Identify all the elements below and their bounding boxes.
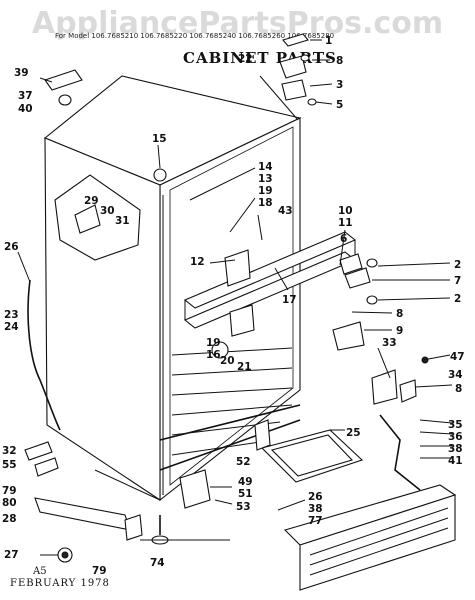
callout-labels: 1 22 8 3 5 39 37 40 15 14 13 19 18 43 29… — [2, 35, 465, 577]
thermostat-panel-inset — [54, 174, 141, 261]
callout-34: 34 — [448, 369, 463, 381]
callout-43: 43 — [278, 205, 293, 217]
leveling-leg — [124, 514, 169, 545]
callout-33: 33 — [382, 337, 397, 349]
drain-tube — [27, 279, 61, 431]
callout-8-right: 8 — [455, 383, 462, 395]
callout-31: 31 — [115, 215, 130, 227]
callout-51: 51 — [238, 488, 253, 500]
callout-11: 11 — [338, 217, 353, 229]
center-hinge-bracket — [211, 249, 255, 359]
tray — [260, 429, 364, 483]
callout-17: 17 — [282, 294, 297, 306]
grille-spring — [379, 414, 421, 491]
revision-date: FEBRUARY 1978 — [10, 578, 110, 589]
top-hinge-assembly — [279, 33, 317, 106]
callout-24: 24 — [4, 321, 19, 333]
model-numbers: For Model 106.7685210 106.7685220 106.76… — [55, 32, 335, 40]
callout-10: 10 — [338, 205, 353, 217]
callout-3: 3 — [336, 79, 343, 91]
callout-30: 30 — [100, 205, 115, 217]
callout-26-bottom: 26 — [308, 491, 323, 503]
callout-77: 77 — [308, 515, 323, 527]
callout-41: 41 — [448, 455, 463, 467]
callout-47: 47 — [450, 351, 465, 363]
left-bar-parts — [39, 69, 83, 106]
callout-19-lower: 19 — [206, 337, 221, 349]
callout-16: 16 — [206, 349, 221, 361]
lower-left-parts — [24, 441, 131, 563]
callout-79-bottom: 79 — [92, 565, 107, 577]
revision-code: A5 — [33, 566, 47, 577]
callout-38-bottom: 38 — [308, 503, 323, 515]
callout-12: 12 — [190, 256, 205, 268]
callout-36: 36 — [448, 431, 463, 443]
callout-23: 23 — [4, 309, 19, 321]
callout-2-lower: 2 — [454, 293, 461, 305]
callout-52: 52 — [236, 456, 251, 468]
callout-32: 32 — [2, 445, 17, 457]
callout-14: 14 — [258, 161, 273, 173]
callout-80: 80 — [2, 497, 17, 509]
callout-35: 35 — [448, 419, 463, 431]
callout-5: 5 — [336, 99, 343, 111]
callout-8: 8 — [336, 55, 343, 67]
callout-1: 1 — [325, 35, 332, 47]
callout-55: 55 — [2, 459, 17, 471]
callout-13: 13 — [258, 173, 273, 185]
callout-79-top: 79 — [2, 485, 17, 497]
leader-lines — [17, 39, 453, 556]
right-hinge-parts — [332, 253, 378, 351]
bottom-grille — [283, 484, 457, 591]
callout-26-left: 26 — [4, 241, 19, 253]
callout-27: 27 — [4, 549, 19, 561]
bottom-hinge — [179, 419, 271, 509]
cabinet-shell — [43, 75, 302, 502]
callout-49: 49 — [238, 476, 253, 488]
callout-9: 9 — [396, 325, 403, 337]
callout-6: 6 — [340, 233, 347, 245]
callout-8-mid: 8 — [396, 308, 403, 320]
callout-19: 19 — [258, 185, 273, 197]
callout-2-upper: 2 — [454, 259, 461, 271]
callout-7: 7 — [454, 275, 461, 287]
callout-22: 22 — [238, 53, 253, 65]
callout-18: 18 — [258, 197, 273, 209]
callout-38-right: 38 — [448, 443, 463, 455]
part-15-plug — [153, 168, 167, 182]
callout-21: 21 — [237, 361, 252, 373]
callout-40: 40 — [18, 103, 33, 115]
callout-25: 25 — [346, 427, 361, 439]
callout-29: 29 — [84, 195, 99, 207]
callout-37: 37 — [18, 90, 33, 102]
callout-53: 53 — [236, 501, 251, 513]
callout-74: 74 — [150, 557, 165, 569]
callout-39: 39 — [14, 67, 29, 79]
callout-20: 20 — [220, 355, 235, 367]
callout-15: 15 — [152, 133, 167, 145]
lower-right-hinge — [371, 356, 429, 405]
callout-28: 28 — [2, 513, 17, 525]
